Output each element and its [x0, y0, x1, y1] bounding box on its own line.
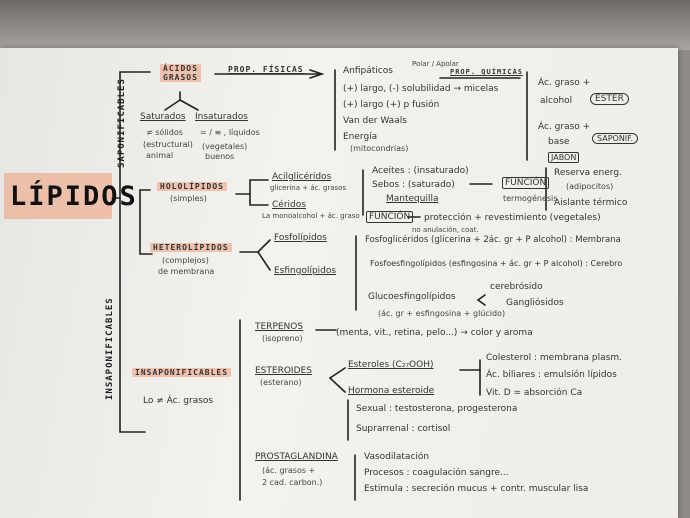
prostaglandina-2: Procesos : coagulación sangre... [364, 468, 509, 478]
prostaglandina-1: Vasodilatación [364, 452, 430, 462]
heterolipidos-label: HETEROLÍPIDOS [150, 243, 232, 253]
acilgliceridos-sub: glicerina + ác. grasos [270, 184, 347, 192]
funcion-2: Aislante térmico [554, 198, 628, 208]
hormona-sexual: Sexual : testosterona, progesterona [356, 404, 518, 414]
fisica-2: (+) largo, (-) solubilidad → micelas [343, 84, 499, 94]
gangliosidos: Gangliósidos [506, 298, 564, 308]
prostaglandina-label: PROSTAGLANDINA [255, 452, 338, 462]
hormona-esteroide: Hormona esteroide [348, 386, 435, 396]
acilgliceridos-label: Acilglicéridos [272, 172, 332, 182]
glucoesfingolipidos-sub: (ác. gr + esfingosina + glúcido) [378, 309, 506, 318]
fosfoesfingolipidos: Fosfoesfingolípidos (esfingosina + ác. g… [370, 259, 623, 268]
prostaglandina-3: Estimula : secreción mucus + contr. musc… [364, 484, 589, 494]
insaturados-origin: (vegetales) [202, 142, 248, 151]
prostaglandina-sub2: 2 cad. carbon.) [262, 478, 323, 487]
saturados-origin2: animal [146, 151, 174, 160]
fisica-1b: Polar / Apolar [412, 60, 459, 68]
fisica-4: Van der Waals [343, 116, 407, 126]
insaturados-origin2: buenos [205, 152, 235, 161]
saturados-label: Saturados [140, 112, 186, 122]
heterolipidos-sub2: de membrana [158, 267, 215, 276]
ceridos-label: Céridos [272, 200, 306, 210]
ester-result: ÉSTER [590, 93, 629, 106]
hololipidos-label: HOLOLÍPIDOS [157, 182, 227, 192]
quimica-2a: Ác. graso + [538, 122, 591, 132]
vitamina-d: Vit. D = absorción Ca [486, 388, 583, 398]
saponificacion-result: SAPONIF. [592, 133, 639, 145]
insaponificables-label: INSAPONIFICABLES [105, 297, 115, 400]
insaturados-label: Insaturados [195, 112, 248, 122]
esfingolipidos-label: Esfingolípidos [274, 266, 337, 276]
glucoesfingolipidos: Glucoesfingolípidos [368, 292, 456, 302]
background-top [0, 0, 690, 50]
funcion-ceras-box: FUNCIÓN [366, 211, 414, 224]
prostaglandina-sub1: (ác. grasos + [262, 466, 316, 475]
fisica-1: Anfipáticos [343, 66, 393, 76]
mantequilla: Mantequilla [386, 194, 439, 204]
esteroles: Esteroles (C₂₇OOH) [348, 360, 434, 370]
fosfolipidos-label: Fosfolípidos [274, 233, 327, 243]
fisica-5b: (mitocondrias) [350, 144, 409, 153]
saturados-origin: (estructural) [143, 140, 193, 149]
funcion-1: Reserva energ. [554, 168, 622, 178]
main-title: LÍPIDOS [4, 173, 136, 219]
fisica-3: (+) largo (+) p fusión [343, 100, 440, 110]
terpenos-label: TERPENOS [255, 322, 304, 332]
insaponificables-sub: Lo ≠ Ác. grasos [143, 396, 214, 406]
hormona-suprarrenal: Suprarrenal : cortisol [356, 424, 451, 434]
hololipidos-sub: (simples) [170, 194, 207, 203]
prop-fisicas-label: PROP. FÍSICAS [228, 65, 304, 74]
quimica-1b: alcohol [540, 96, 573, 106]
heterolipidos-sub1: (complejos) [162, 256, 209, 265]
termogenesis: termogénesis [503, 194, 558, 203]
jabon-result: JABÓN [548, 152, 580, 164]
insaponificables-box: INSAPONIFICABLES [132, 368, 232, 378]
insaturados-bonds: = / ≡ , líquidos [200, 128, 260, 137]
fosfogliceridos: Fosfoglicéridos (glicerina + 2ác. gr + P… [365, 235, 621, 245]
ceridos-sub: La monoalcohol + ác. graso [262, 212, 360, 220]
prop-quimicas-label: PROP. QUÍMICAS [450, 68, 524, 76]
esteroides-sub: (esterano) [260, 378, 302, 387]
funcion-ceras: protección + revestimiento (vegetales) [424, 213, 601, 223]
sebos: Sebos : (saturado) [372, 180, 455, 190]
funcion-1b: (adipocitos) [566, 182, 614, 191]
saponificables-label: SAPONIFICABLES [117, 78, 127, 168]
funcion-ceras-note: no anulación, coat. [412, 226, 479, 234]
saturados-bonds: ≠ sólidos [146, 128, 183, 137]
terpenos-ejemplos: (menta, vit., retina, pelo...) → color y… [336, 328, 533, 338]
cerebrosido: cerebrósido [490, 282, 543, 292]
quimica-2b: base [548, 137, 570, 147]
esteroides-label: ESTEROIDES [255, 366, 312, 376]
funcion-box: FUNCIÓN [502, 177, 550, 190]
paper-sheet [0, 48, 678, 518]
colesterol: Colesterol : membrana plasm. [486, 353, 622, 363]
quimica-1a: Ác. graso + [538, 78, 591, 88]
acidos-biliares: Ác. biliares : emulsión lípidos [486, 370, 617, 380]
fisica-5: Energía [343, 132, 378, 142]
aceites: Aceites : (insaturado) [372, 166, 469, 176]
terpenos-sub: (isopreno) [262, 334, 303, 343]
